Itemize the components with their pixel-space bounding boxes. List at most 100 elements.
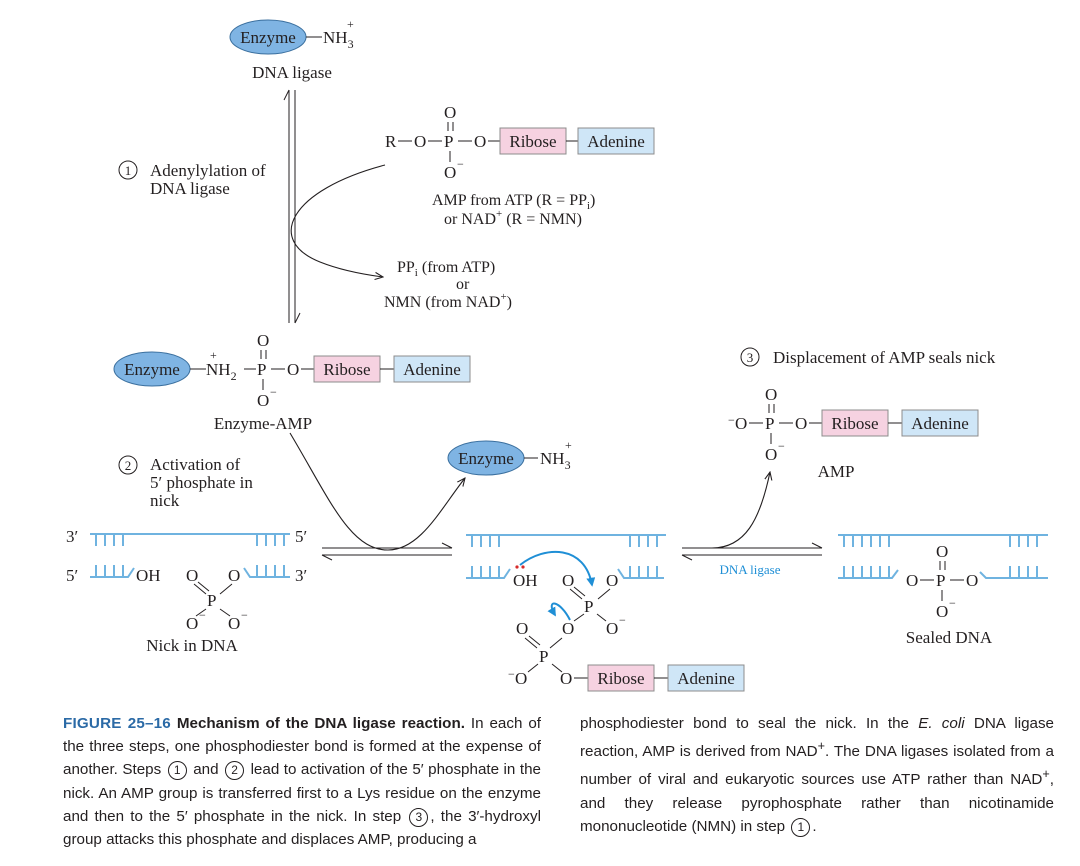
caption-right: phosphodiester bond to seal the nick. In… (580, 715, 1055, 837)
svg-text:3: 3 (747, 350, 754, 365)
svg-text:P: P (539, 647, 548, 666)
svg-text:−: − (508, 667, 515, 681)
svg-text:O: O (444, 103, 456, 122)
svg-text:Enzyme: Enzyme (124, 360, 180, 379)
caption-left: FIGURE 25–16 Mechanism of the DNA ligase… (63, 715, 541, 849)
svg-text:P: P (257, 360, 266, 379)
svg-text:O: O (936, 602, 948, 621)
nick-in-dna: 3′ 5′ 5′ OH 3′ O O P O − O − (66, 527, 307, 655)
svg-text:−: − (778, 439, 785, 453)
svg-text:O: O (287, 360, 299, 379)
svg-text:Activation of: Activation of (150, 455, 241, 474)
amp-product: − O P O O O − Ribose Adenine AMP (728, 385, 979, 481)
svg-text:O: O (906, 571, 918, 590)
svg-text:O: O (735, 414, 747, 433)
svg-text:O: O (562, 571, 574, 590)
ribose-label: Ribose (509, 132, 556, 151)
svg-text:O: O (560, 669, 572, 688)
svg-text:O: O (228, 614, 240, 633)
step2-label: 2 Activation of 5′ phosphate in nick (118, 455, 253, 510)
amp-from-atp-label: AMP from ATP (R = PPi) (432, 192, 595, 212)
svg-text:O: O (765, 445, 777, 464)
svg-text:5′ phosphate in: 5′ phosphate in (150, 473, 253, 492)
svg-text:O: O (474, 132, 486, 151)
svg-text:R: R (385, 132, 397, 151)
svg-text:Adenine: Adenine (911, 414, 969, 433)
svg-text:O: O (516, 619, 528, 638)
svg-text:Adenine: Adenine (403, 360, 461, 379)
svg-text:P: P (584, 597, 593, 616)
svg-text:O: O (186, 614, 198, 633)
svg-text:+: + (565, 438, 572, 452)
nick-in-dna-label: Nick in DNA (146, 636, 238, 655)
svg-text:O: O (562, 619, 574, 638)
svg-text:or: or (456, 276, 470, 293)
svg-text:1: 1 (125, 163, 132, 178)
svg-text:−: − (949, 596, 956, 610)
svg-text:O: O (795, 414, 807, 433)
sealed-dna-label: Sealed DNA (906, 628, 993, 647)
figure-label: FIGURE 25–16 (63, 715, 171, 732)
svg-text:O: O (257, 391, 269, 410)
dna-ligase-mechanism-diagram: Enzyme NH3 + DNA ligase 1 Adenylylation … (66, 17, 1048, 692)
svg-text:3′: 3′ (66, 527, 78, 546)
svg-text:3′: 3′ (295, 566, 307, 585)
svg-text:Displacement of AMP seals nick: Displacement of AMP seals nick (773, 348, 996, 367)
svg-text:nick: nick (150, 491, 180, 510)
nh3-label: NH3 (323, 28, 354, 51)
svg-text:OH: OH (513, 571, 538, 590)
svg-text:P: P (765, 414, 774, 433)
svg-text:5′: 5′ (295, 527, 307, 546)
amp-from-nad-label: or NAD+ (R = NMN) (444, 208, 582, 228)
svg-text:PPi (from ATP): PPi (from ATP) (397, 259, 495, 279)
svg-text:5′: 5′ (66, 566, 78, 585)
svg-text:O: O (257, 331, 269, 350)
svg-text:Adenylylation of: Adenylylation of (150, 161, 266, 180)
svg-text:−: − (728, 413, 735, 427)
step1-curved-arrow (290, 164, 386, 277)
enzyme-nh3-top: Enzyme NH3 + DNA ligase (229, 17, 354, 82)
enzyme-nh3-middle: Enzyme NH3 + (447, 438, 572, 476)
dna-ligase-top-label: DNA ligase (252, 63, 332, 82)
activated-nick: OH O O P O − O O P − O O Ribose Adenine (466, 534, 745, 692)
svg-text:−: − (457, 157, 464, 171)
svg-text:O: O (228, 566, 240, 585)
step2-equilibrium-arrows (289, 432, 465, 561)
svg-text:NH2: NH2 (206, 360, 237, 383)
svg-text:Ribose: Ribose (597, 669, 644, 688)
svg-text:Enzyme: Enzyme (458, 449, 514, 468)
svg-text:−: − (619, 613, 626, 627)
svg-text:O: O (606, 571, 618, 590)
svg-text:2: 2 (125, 458, 132, 473)
svg-text:O: O (515, 669, 527, 688)
svg-text:O: O (186, 566, 198, 585)
svg-text:+: + (210, 348, 217, 362)
step3-label: 3 Displacement of AMP seals nick (740, 347, 996, 367)
nh3-charge: + (347, 17, 354, 31)
svg-text:O: O (936, 542, 948, 561)
svg-text:Ribose: Ribose (323, 360, 370, 379)
svg-text:O: O (444, 163, 456, 182)
svg-text:P: P (936, 571, 945, 590)
svg-text:P: P (207, 591, 216, 610)
dna-ligase-small-label: DNA ligase (719, 562, 780, 577)
svg-text:NH3: NH3 (540, 449, 571, 472)
adenine-label: Adenine (587, 132, 645, 151)
enzyme-amp-structure: Enzyme + NH2 P O O O − Ribose Adenine En… (113, 331, 471, 433)
step1-label: 1 Adenylylation of DNA ligase (118, 160, 266, 198)
figure-title: Mechanism of the DNA ligase reaction. (176, 715, 465, 732)
svg-text:O: O (414, 132, 426, 151)
svg-text:P: P (444, 132, 453, 151)
svg-text:DNA ligase: DNA ligase (150, 179, 230, 198)
ppi-nmn-label: PPi (from ATP) or NMN (from NAD+) (384, 259, 512, 311)
svg-text:Adenine: Adenine (677, 669, 735, 688)
svg-text:O: O (966, 571, 978, 590)
svg-text:O: O (765, 385, 777, 404)
svg-text:−: − (199, 608, 206, 622)
sealed-dna: O P O O O − Sealed DNA (838, 534, 1048, 647)
svg-text:O: O (606, 619, 618, 638)
enzyme-label: Enzyme (240, 28, 296, 47)
atp-nad-structure: R O P O O O − Ribose Adenine (385, 103, 655, 182)
enzyme-amp-label: Enzyme-AMP (214, 414, 312, 433)
step3-equilibrium-arrows: DNA ligase (681, 472, 823, 577)
